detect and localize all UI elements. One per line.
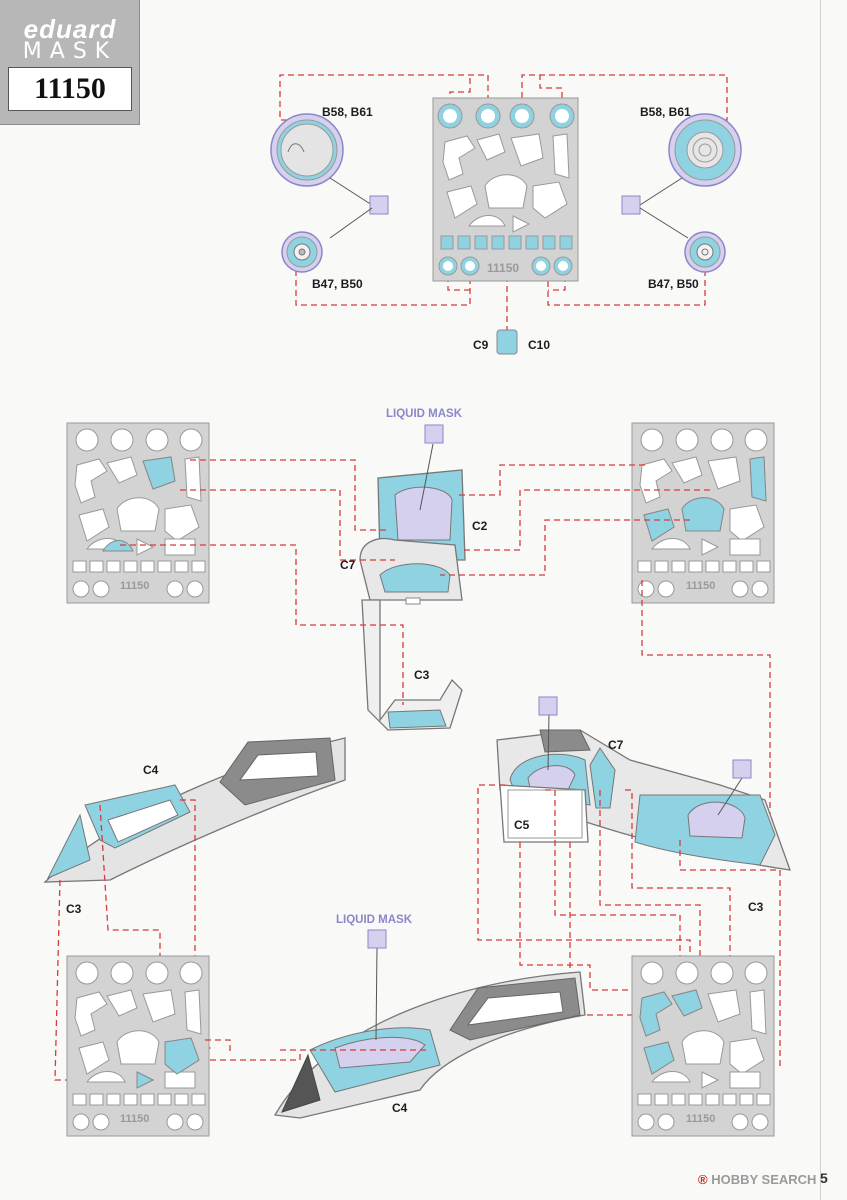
label-c3-upper: C3 — [414, 668, 430, 682]
watermark-mark: ® — [698, 1172, 708, 1187]
page-edge-line — [820, 0, 821, 1200]
label-wheel-small-right: B47, B50 — [648, 277, 699, 291]
product-wordmark: MASK — [22, 39, 118, 64]
liquid-mask-swatch — [369, 195, 389, 215]
leader-line — [639, 177, 683, 206]
wheel-large-right — [668, 113, 742, 187]
brand-wordmark: eduard — [23, 14, 117, 44]
leader-line — [717, 777, 743, 816]
canopy-right — [496, 729, 791, 871]
mask-sheet-mid-right — [631, 422, 775, 604]
label-wheel-large-right: B58, B61 — [640, 105, 691, 119]
mask-sheet-mid-left — [66, 422, 210, 604]
label-c3-left: C3 — [66, 902, 82, 916]
label-wheel-small-left: B47, B50 — [312, 277, 363, 291]
label-c5: C5 — [514, 818, 530, 832]
label-c2: C2 — [472, 519, 488, 533]
label-c4-bottom: C4 — [392, 1101, 408, 1115]
note-liquid-mask-top: LIQUID MASK — [386, 408, 463, 420]
label-c3-right: C3 — [748, 900, 764, 914]
label-c7-right: C7 — [608, 738, 624, 752]
label-c4-left: C4 — [143, 763, 159, 777]
label-c10: C10 — [528, 338, 551, 352]
bottom-leader-lines — [205, 1039, 430, 1052]
sheet-code-bottom-left: 11150 — [120, 1113, 150, 1125]
canopy-bottom — [273, 971, 586, 1119]
liquid-mask-swatch — [538, 696, 558, 716]
mid-leader-lines — [120, 459, 771, 835]
sheet-code-mid-left: 11150 — [120, 580, 150, 592]
liquid-mask-swatch — [367, 929, 387, 949]
product-code: 11150 — [8, 67, 132, 111]
leader-line — [329, 207, 373, 239]
leader-line — [419, 443, 434, 511]
wheel-large-left — [270, 113, 344, 187]
liquid-mask-swatch — [732, 759, 752, 779]
leader-line — [375, 947, 378, 1041]
note-liquid-mask-bottom: LIQUID MASK — [336, 914, 413, 926]
mask-sheet-bottom-right — [631, 955, 775, 1137]
leader-line — [639, 207, 689, 239]
mask-sheet-bottom-left — [66, 955, 210, 1137]
mask-sheet-main — [432, 97, 579, 282]
part-c9-c10 — [496, 329, 518, 355]
label-c9: C9 — [473, 338, 489, 352]
leader-line — [329, 177, 373, 206]
wheel-small-right — [684, 231, 726, 273]
sheet-code-main: 11150 — [487, 261, 520, 275]
liquid-mask-swatch — [424, 424, 444, 444]
liquid-mask-swatch — [621, 195, 641, 215]
wheel-small-left — [281, 231, 323, 273]
leader-line — [547, 714, 550, 771]
watermark-text: HOBBY SEARCH — [711, 1172, 817, 1187]
page-number: 5 — [820, 1170, 828, 1186]
watermark: ® HOBBY SEARCH — [698, 1172, 816, 1187]
sheet-code-bottom-right: 11150 — [686, 1113, 716, 1125]
eduard-mask-logo: eduard MASK 11150 — [0, 0, 140, 125]
sheet-code-mid-right: 11150 — [686, 580, 716, 592]
label-c7-left: C7 — [340, 558, 356, 572]
label-wheel-large-left: B58, B61 — [322, 105, 373, 119]
windshield-assembly — [359, 469, 466, 731]
